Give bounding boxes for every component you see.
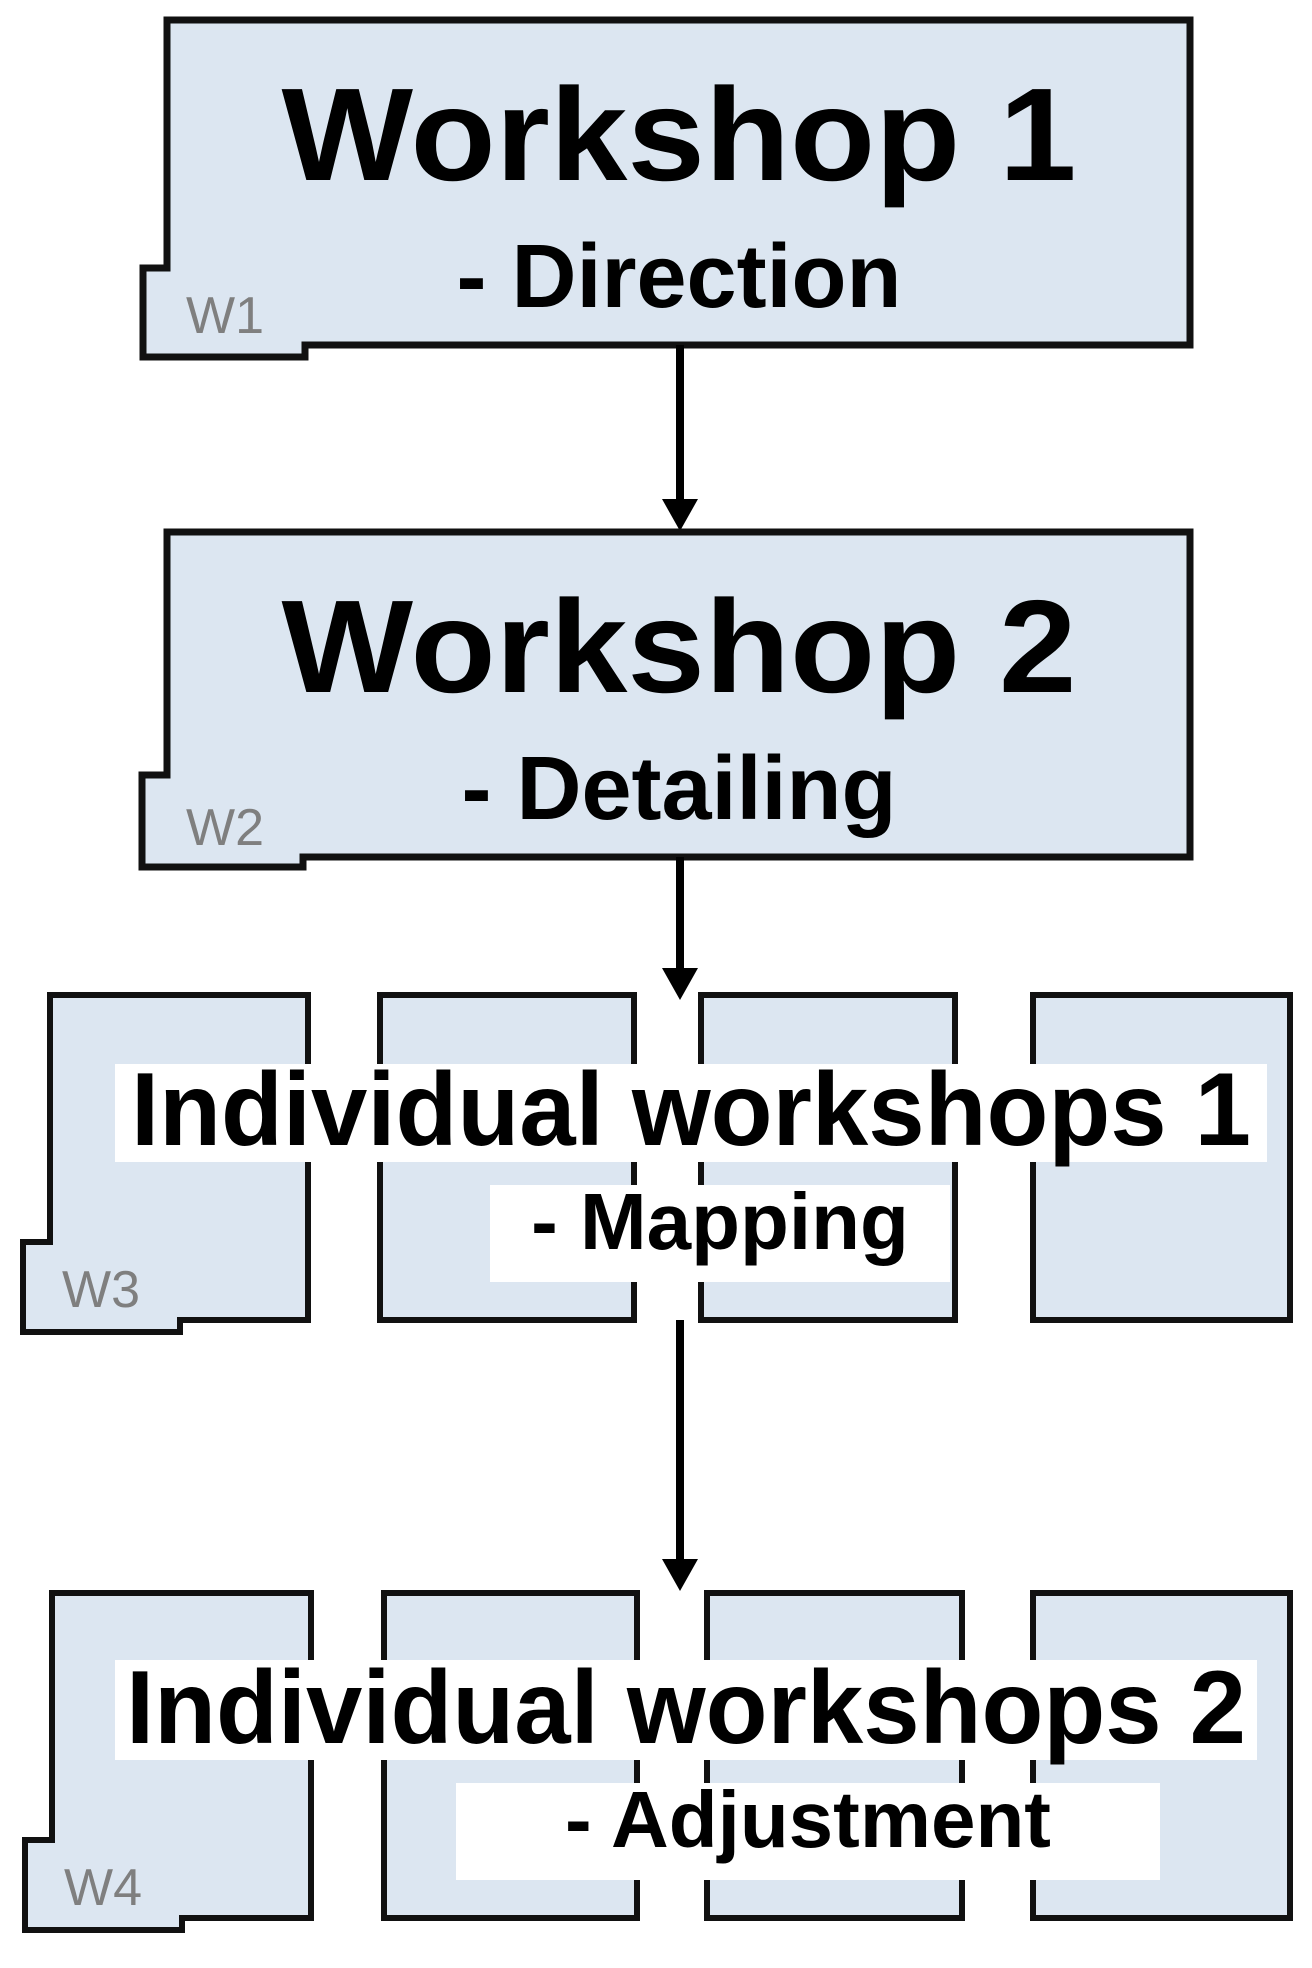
arrow-workshop1-to-workshop2 — [662, 345, 698, 531]
individual2-texts: Individual workshops 2 - Adjustment — [126, 1650, 1246, 1864]
workshop2-node: Workshop 2 - Detailing W2 — [138, 528, 1194, 871]
workshop2-tag: W2 — [186, 799, 264, 857]
individual2-tag: W4 — [64, 1859, 142, 1917]
individual2-title: Individual workshops 2 — [126, 1650, 1246, 1766]
workshop1-node: Workshop 1 - Direction W1 — [139, 16, 1194, 361]
individual2-node: Individual workshops 2 - Adjustment W4 — [22, 1590, 1293, 1933]
workshop1-box — [139, 16, 1194, 361]
workshop1-tag: W1 — [186, 287, 264, 345]
workshop2-texts: Workshop 2 - Detailing — [282, 573, 1077, 839]
workshop1-texts: Workshop 1 - Direction — [282, 61, 1077, 327]
individual2-subtitle-band — [456, 1783, 1160, 1880]
individual1-tag: W3 — [62, 1261, 140, 1319]
individual2-title-band — [115, 1660, 1257, 1760]
individual2-subtitle: - Adjustment — [565, 1775, 1051, 1864]
arrow-workshop2-to-individual1 — [662, 857, 698, 1000]
workshop1-subtitle: - Direction — [456, 227, 901, 327]
arrow-individual1-to-individual2 — [662, 1320, 698, 1591]
workshop1-title: Workshop 1 — [282, 61, 1077, 208]
workshop2-title: Workshop 2 — [282, 573, 1077, 720]
individual1-subtitle-band — [490, 1185, 950, 1282]
individual1-title: Individual workshops 1 — [131, 1052, 1251, 1168]
individual1-subtitle: - Mapping — [531, 1177, 909, 1266]
workshop2-subtitle: - Detailing — [461, 739, 896, 839]
workshop2-box — [138, 528, 1194, 871]
individual1-title-band — [115, 1064, 1267, 1162]
individual1-texts: Individual workshops 1 - Mapping — [131, 1052, 1251, 1266]
individual1-node: Individual workshops 1 - Mapping W3 — [20, 992, 1293, 1335]
